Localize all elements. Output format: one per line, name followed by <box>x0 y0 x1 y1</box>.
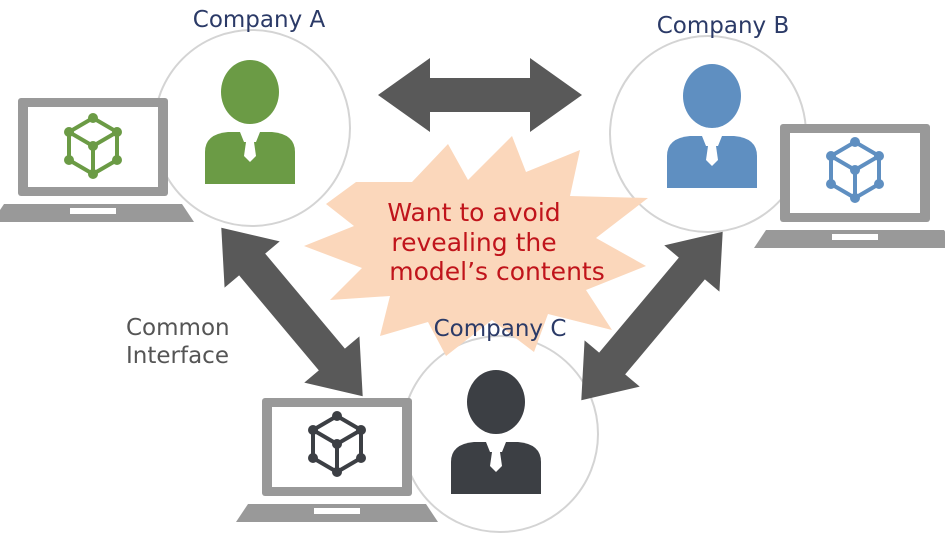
company-c-label: Company C <box>434 316 567 342</box>
starburst-callout <box>304 136 648 356</box>
double-arrow-icon <box>378 58 582 132</box>
interface-label-line2: Interface <box>126 343 229 369</box>
company-c-circle <box>401 335 599 533</box>
company-a-label: Company A <box>193 7 326 33</box>
double-arrow-icon <box>581 231 723 401</box>
interface-label-line1: Common <box>126 315 230 341</box>
company-b-label: Company B <box>657 13 790 39</box>
warning-text-line2: revealing the <box>391 228 556 257</box>
warning-text-line3: model’s contents <box>389 257 605 286</box>
warning-text-line1: Want to avoid <box>387 198 560 227</box>
cube-model-icon <box>308 411 366 477</box>
double-arrow-icon <box>221 227 363 397</box>
cube-model-icon <box>826 137 884 203</box>
laptop-icon <box>754 124 945 248</box>
cube-model-icon <box>64 113 122 179</box>
company-a-circle <box>153 29 351 227</box>
